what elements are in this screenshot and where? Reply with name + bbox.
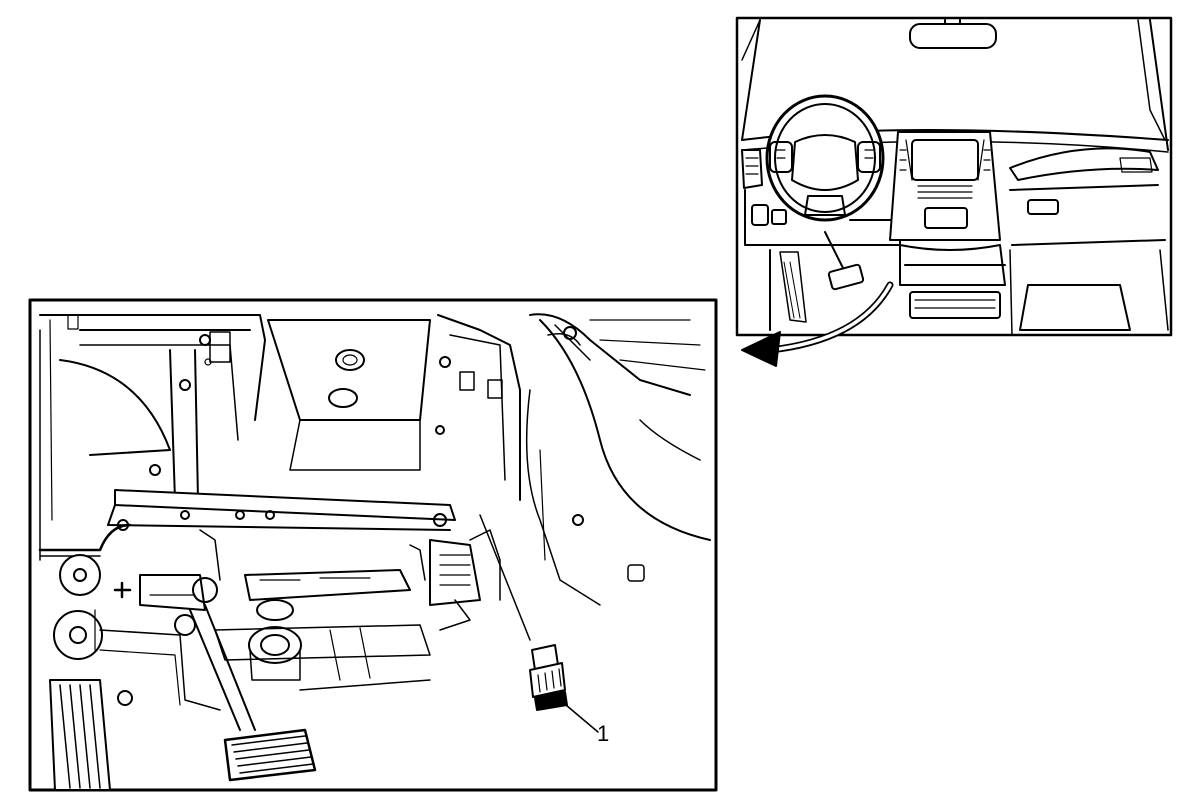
brake-pedal-icon bbox=[189, 604, 317, 782]
brake-pedal-position-sensor-icon bbox=[529, 644, 568, 711]
center-stack bbox=[889, 131, 1001, 241]
steering-wheel-icon bbox=[765, 94, 885, 222]
rear-view-mirror bbox=[909, 19, 997, 49]
detail-view bbox=[28, 298, 718, 792]
pedal-assembly bbox=[139, 529, 431, 681]
callout-label-1: 1 bbox=[597, 721, 609, 746]
locator-arrow-icon bbox=[741, 281, 894, 367]
pedal-bracket-icon bbox=[107, 489, 456, 531]
brake-pedal-icon-inset bbox=[824, 231, 865, 291]
locator-view-inset-icon bbox=[735, 16, 1173, 367]
accelerator-pedal-icon bbox=[49, 679, 111, 791]
